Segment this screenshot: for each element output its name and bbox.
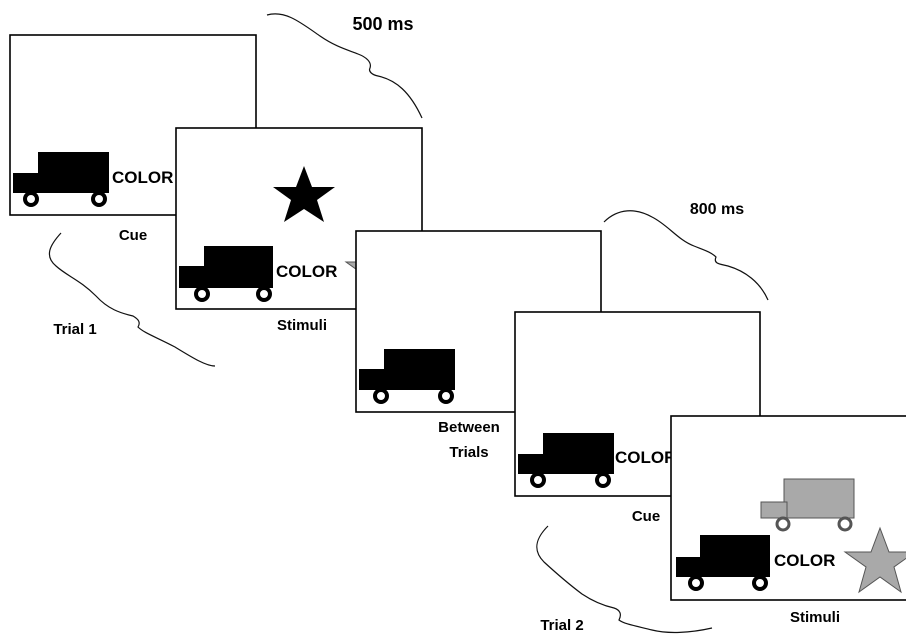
brace-800ms xyxy=(603,210,769,301)
frame-caption-cue-2: Cue xyxy=(632,508,660,525)
brace-trial2 xyxy=(536,525,713,634)
frame-cue-trial1: COLOR xyxy=(9,34,257,216)
cue-word: COLOR xyxy=(615,448,676,467)
gray-truck-icon xyxy=(760,478,855,532)
frame-stimuli-trial2: COLOR xyxy=(670,415,906,601)
brace-500ms xyxy=(266,13,423,119)
truck-icon xyxy=(179,246,273,302)
truck-icon xyxy=(359,349,455,404)
frame-caption-between-line2: Trials xyxy=(449,444,488,461)
frame-caption-cue-1: Cue xyxy=(119,227,147,244)
frame-stimuli-trial1: COLOR xyxy=(175,127,423,310)
brace-trial1 xyxy=(48,232,216,367)
timing-label-500ms: 500 ms xyxy=(352,14,413,34)
truck-icon xyxy=(13,152,109,207)
trial-label-1: Trial 1 xyxy=(53,321,96,338)
cue-word: COLOR xyxy=(774,551,835,570)
truck-icon xyxy=(676,535,770,591)
frame-caption-stimuli-2: Stimuli xyxy=(790,609,840,626)
timing-label-800ms: 800 ms xyxy=(690,201,744,218)
star-icon xyxy=(273,166,335,222)
trial-label-2: Trial 2 xyxy=(540,617,583,634)
frame-caption-stimuli-1: Stimuli xyxy=(277,317,327,334)
star-icon xyxy=(843,526,906,594)
truck-icon xyxy=(518,433,614,488)
cue-word: COLOR xyxy=(276,262,337,281)
cue-word: COLOR xyxy=(112,168,173,187)
frame-caption-between-line1: Between xyxy=(438,419,500,436)
